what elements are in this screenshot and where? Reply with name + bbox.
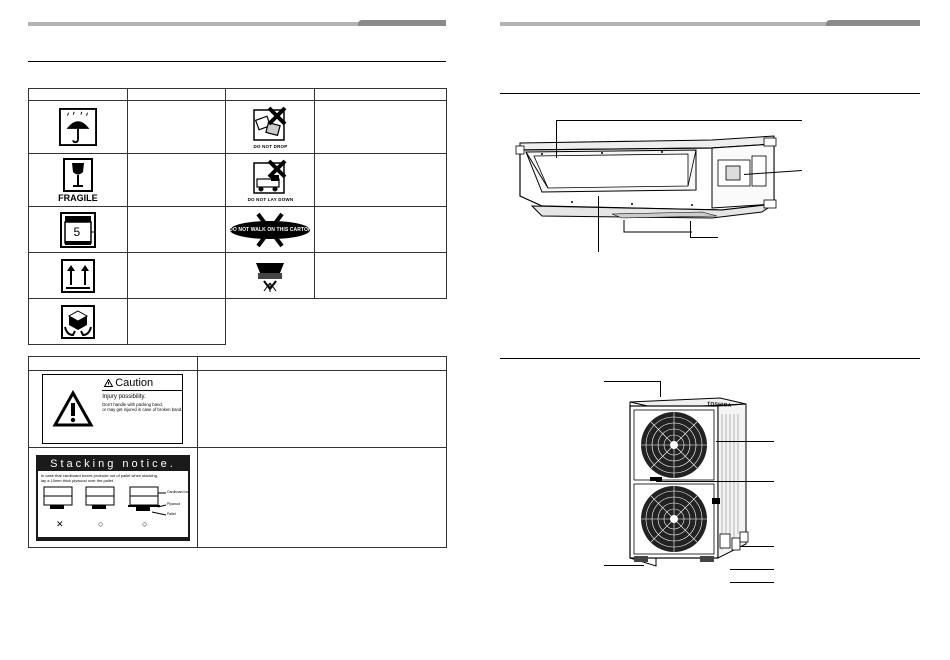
symbol-description-cell xyxy=(314,100,447,154)
symbol-cell: 5 xyxy=(28,206,128,253)
symbol-description-cell xyxy=(126,298,227,345)
symbol-cell xyxy=(28,252,128,299)
stacking-notice-text2: lay a 10mm thick plywood over the pallet… xyxy=(40,477,115,483)
stacking-notice-cell: Stacking notice. In case that cardboard … xyxy=(28,447,198,548)
label-description-cell xyxy=(196,447,448,548)
leader-line-cabinet xyxy=(716,441,774,442)
label-table: Caution Injury possibility. Don't handle… xyxy=(28,356,448,548)
caution-label: Caution Injury possibility. Don't handle… xyxy=(42,374,184,444)
caution-label-cell: Caution Injury possibility. Don't handle… xyxy=(28,370,198,448)
left-section-rule xyxy=(28,61,446,62)
leader-line-body xyxy=(598,196,599,252)
indoor-section-rule xyxy=(500,93,920,94)
do-not-lay-down-icon xyxy=(253,159,287,194)
leader-line-valve1 xyxy=(740,546,774,547)
clamp-icon xyxy=(256,262,285,292)
table-header-cell xyxy=(126,88,227,101)
symbol-cell xyxy=(28,298,128,345)
symbol-description-cell xyxy=(126,153,227,207)
table-header-cell xyxy=(225,88,316,101)
leader-line-bottom-h xyxy=(690,237,718,238)
symbol-cell: DO NOT LAY DOWN xyxy=(225,153,316,207)
warning-triangle-icon xyxy=(52,390,94,427)
symbol-description-cell xyxy=(314,153,447,207)
mark-ok-2: ○ xyxy=(141,518,148,529)
symbol-cell: FRAGILE xyxy=(28,153,128,207)
symbol-description-cell xyxy=(126,100,227,154)
symbol-description-cell xyxy=(126,206,227,253)
stacking-notice-title: Stacking notice. xyxy=(50,457,176,470)
leader-line-top xyxy=(604,381,660,382)
label-cardboard-box: Cardboard box xyxy=(166,489,191,494)
leader-line-return-air xyxy=(556,120,802,121)
stack-limit-icon xyxy=(59,211,96,248)
symbol-cell: DO NOT DROP xyxy=(225,100,316,154)
left-header-tab xyxy=(358,20,446,26)
caution-line1: Injury possibility. xyxy=(102,394,146,400)
do-not-lay-down-caption: DO NOT LAY DOWN xyxy=(247,196,294,202)
do-not-drop-icon xyxy=(253,106,287,141)
symbol-description-cell xyxy=(314,206,447,253)
do-not-drop-caption: DO NOT DROP xyxy=(253,143,288,149)
symbol-table: DO NOT DROP FRAGILE DO NOT LAY DOWN xyxy=(28,88,447,345)
empty-cell xyxy=(225,298,447,345)
leader-line-bottom xyxy=(690,221,691,237)
outdoor-section-rule xyxy=(500,358,920,359)
this-way-up-icon xyxy=(60,258,95,293)
symbol-description-cell xyxy=(314,252,447,299)
table-header-cell xyxy=(28,356,198,371)
symbol-cell xyxy=(28,100,128,154)
mark-ok-1: ○ xyxy=(97,518,104,529)
mark-wrong: ✕ xyxy=(55,518,64,529)
fragile-caption: FRAGILE xyxy=(58,192,98,203)
label-plywood: Plywood xyxy=(166,501,181,506)
caution-line2: Don't handle with packing band, xyxy=(102,402,163,407)
symbol-cell xyxy=(225,252,316,299)
outdoor-unit-illustration xyxy=(629,397,749,567)
stacking-notice-text1: In case that cardboard boxes protrude ou… xyxy=(40,472,158,478)
caution-title: Caution xyxy=(115,377,154,389)
stack-limit-number: 5 xyxy=(73,224,81,239)
leader-line-valve3 xyxy=(730,582,774,583)
caution-line3: or may get injured in case of broken ban… xyxy=(102,407,183,412)
right-header-bar xyxy=(500,22,920,26)
fragile-icon xyxy=(62,157,93,192)
leader-line-valve2 xyxy=(730,569,774,570)
symbol-cell: DO NOT WALK ON THIS CARTON xyxy=(225,206,316,253)
do-not-walk-caption: DO NOT WALK ON THIS CARTON xyxy=(229,226,312,233)
symbol-description-cell xyxy=(126,252,227,299)
label-description-cell xyxy=(196,370,448,448)
label-pallet: Pallet xyxy=(166,511,176,516)
table-header-cell xyxy=(28,88,128,101)
do-not-walk-icon xyxy=(230,212,311,247)
stacking-notice-label: Stacking notice. In case that cardboard … xyxy=(35,454,191,541)
table-header-cell xyxy=(196,356,448,371)
leader-line-top-v xyxy=(660,381,661,397)
table-header-cell xyxy=(314,88,447,101)
protect-icon xyxy=(60,304,95,339)
stacking-diagram xyxy=(43,486,167,515)
right-header-tab xyxy=(826,20,920,26)
indoor-unit-illustration xyxy=(515,135,777,233)
leader-line-foot xyxy=(604,565,644,566)
umbrella-icon xyxy=(58,108,97,146)
caution-small-icon xyxy=(104,379,114,387)
left-header-bar xyxy=(28,22,446,26)
leader-line-return-air-v xyxy=(556,120,557,158)
leader-line-fan-guard xyxy=(656,481,774,482)
